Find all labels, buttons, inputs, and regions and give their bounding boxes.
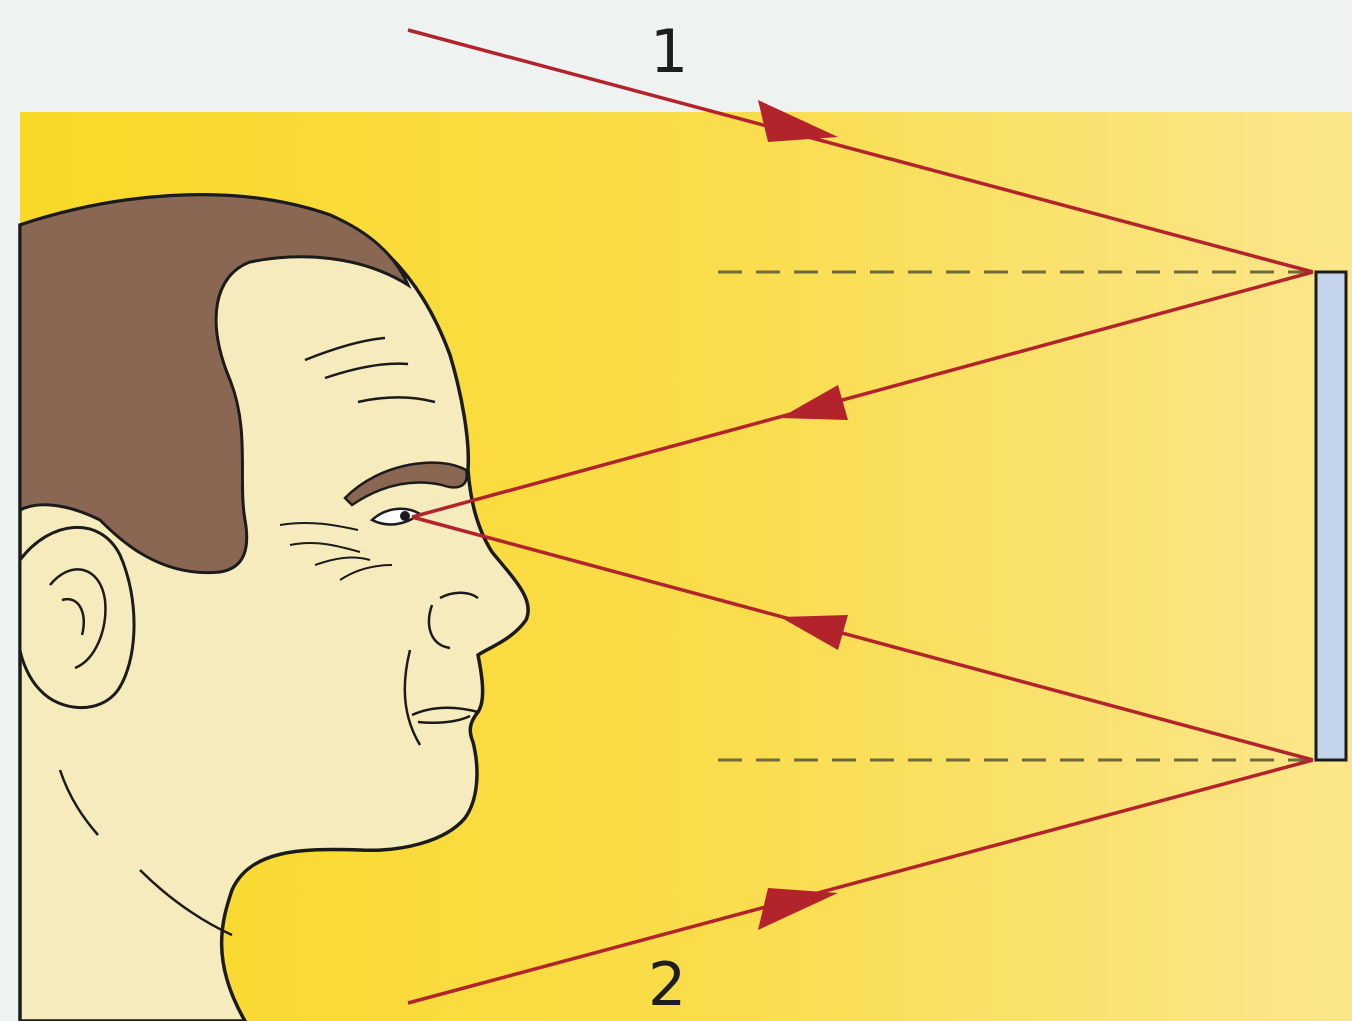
ray-label-1: 1 bbox=[650, 22, 688, 82]
ray-label-2: 2 bbox=[648, 955, 686, 1015]
mirror-icon bbox=[1316, 272, 1346, 760]
ear bbox=[20, 527, 134, 707]
pupil bbox=[400, 511, 410, 521]
